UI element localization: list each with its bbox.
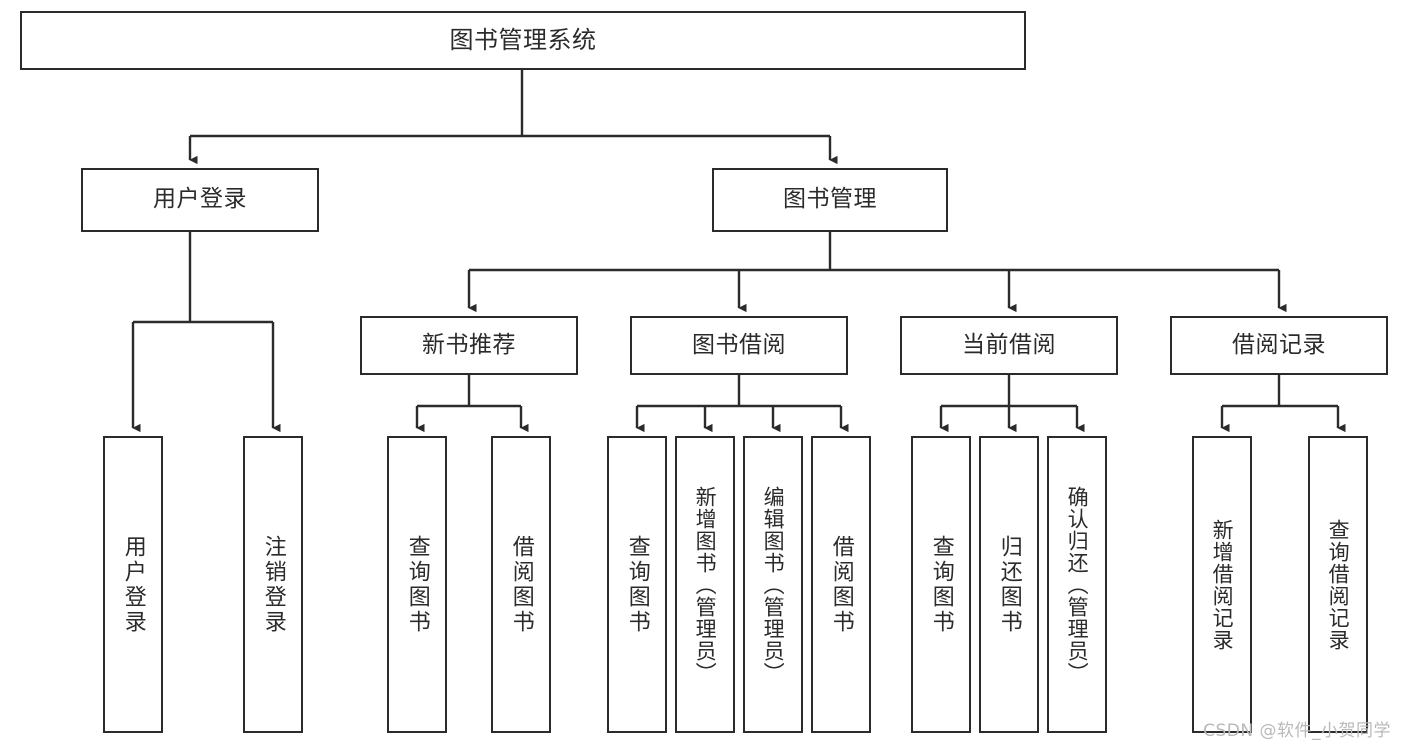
- watermark: CSDN @软件_小贺同学: [1203, 721, 1391, 741]
- node-label: 借阅图书: [508, 534, 534, 635]
- node-label: 图书管理系统: [449, 26, 597, 55]
- node-book-borrow[interactable]: 图书借阅: [630, 316, 848, 375]
- node-leaf-book-borrow-edit-book-admin[interactable]: 编辑图书（管理员）: [743, 436, 803, 733]
- node-label: 新书推荐: [422, 331, 516, 358]
- node-leaf-book-borrow-add-book-admin[interactable]: 新增图书（管理员）: [675, 436, 735, 733]
- node-leaf-current-borrow-query-book[interactable]: 查询图书: [911, 436, 971, 733]
- node-borrow-record[interactable]: 借阅记录: [1170, 316, 1388, 375]
- node-label: 确认归还（管理员）: [1065, 485, 1090, 684]
- node-leaf-current-borrow-confirm-return-admin[interactable]: 确认归还（管理员）: [1047, 436, 1107, 733]
- node-label: 归还图书: [996, 534, 1022, 635]
- node-label: 借阅图书: [828, 534, 854, 635]
- node-label: 编辑图书（管理员）: [761, 485, 786, 684]
- node-current-borrow[interactable]: 当前借阅: [900, 316, 1118, 375]
- node-label: 新增图书（管理员）: [693, 485, 718, 684]
- node-label: 注销登录: [260, 534, 286, 635]
- node-label: 图书借阅: [692, 331, 786, 358]
- node-book-management[interactable]: 图书管理: [712, 168, 948, 232]
- node-leaf-book-borrow-borrow-book[interactable]: 借阅图书: [811, 436, 871, 733]
- node-leaf-new-book-query-book[interactable]: 查询图书: [387, 436, 447, 733]
- node-leaf-book-borrow-query-book[interactable]: 查询图书: [607, 436, 667, 733]
- node-new-book-recommend[interactable]: 新书推荐: [360, 316, 578, 375]
- node-leaf-current-borrow-return-book[interactable]: 归还图书: [979, 436, 1039, 733]
- node-leaf-user-login-login[interactable]: 用户登录: [103, 436, 163, 733]
- node-label: 查询借阅记录: [1326, 518, 1351, 651]
- node-label: 借阅记录: [1232, 331, 1326, 358]
- node-leaf-borrow-record-add-record[interactable]: 新增借阅记录: [1192, 436, 1252, 733]
- node-label: 用户登录: [120, 534, 146, 635]
- node-leaf-borrow-record-query-record[interactable]: 查询借阅记录: [1308, 436, 1368, 733]
- node-label: 查询图书: [928, 534, 954, 635]
- node-user-login[interactable]: 用户登录: [81, 168, 319, 232]
- node-leaf-new-book-borrow-book[interactable]: 借阅图书: [491, 436, 551, 733]
- node-label: 查询图书: [404, 534, 430, 635]
- node-label: 查询图书: [624, 534, 650, 635]
- node-root-book-management-system[interactable]: 图书管理系统: [20, 11, 1026, 70]
- node-leaf-user-login-logout[interactable]: 注销登录: [243, 436, 303, 733]
- node-label: 新增借阅记录: [1210, 518, 1235, 651]
- node-label: 用户登录: [153, 186, 247, 213]
- node-label: 当前借阅: [962, 331, 1056, 358]
- node-label: 图书管理: [783, 186, 877, 213]
